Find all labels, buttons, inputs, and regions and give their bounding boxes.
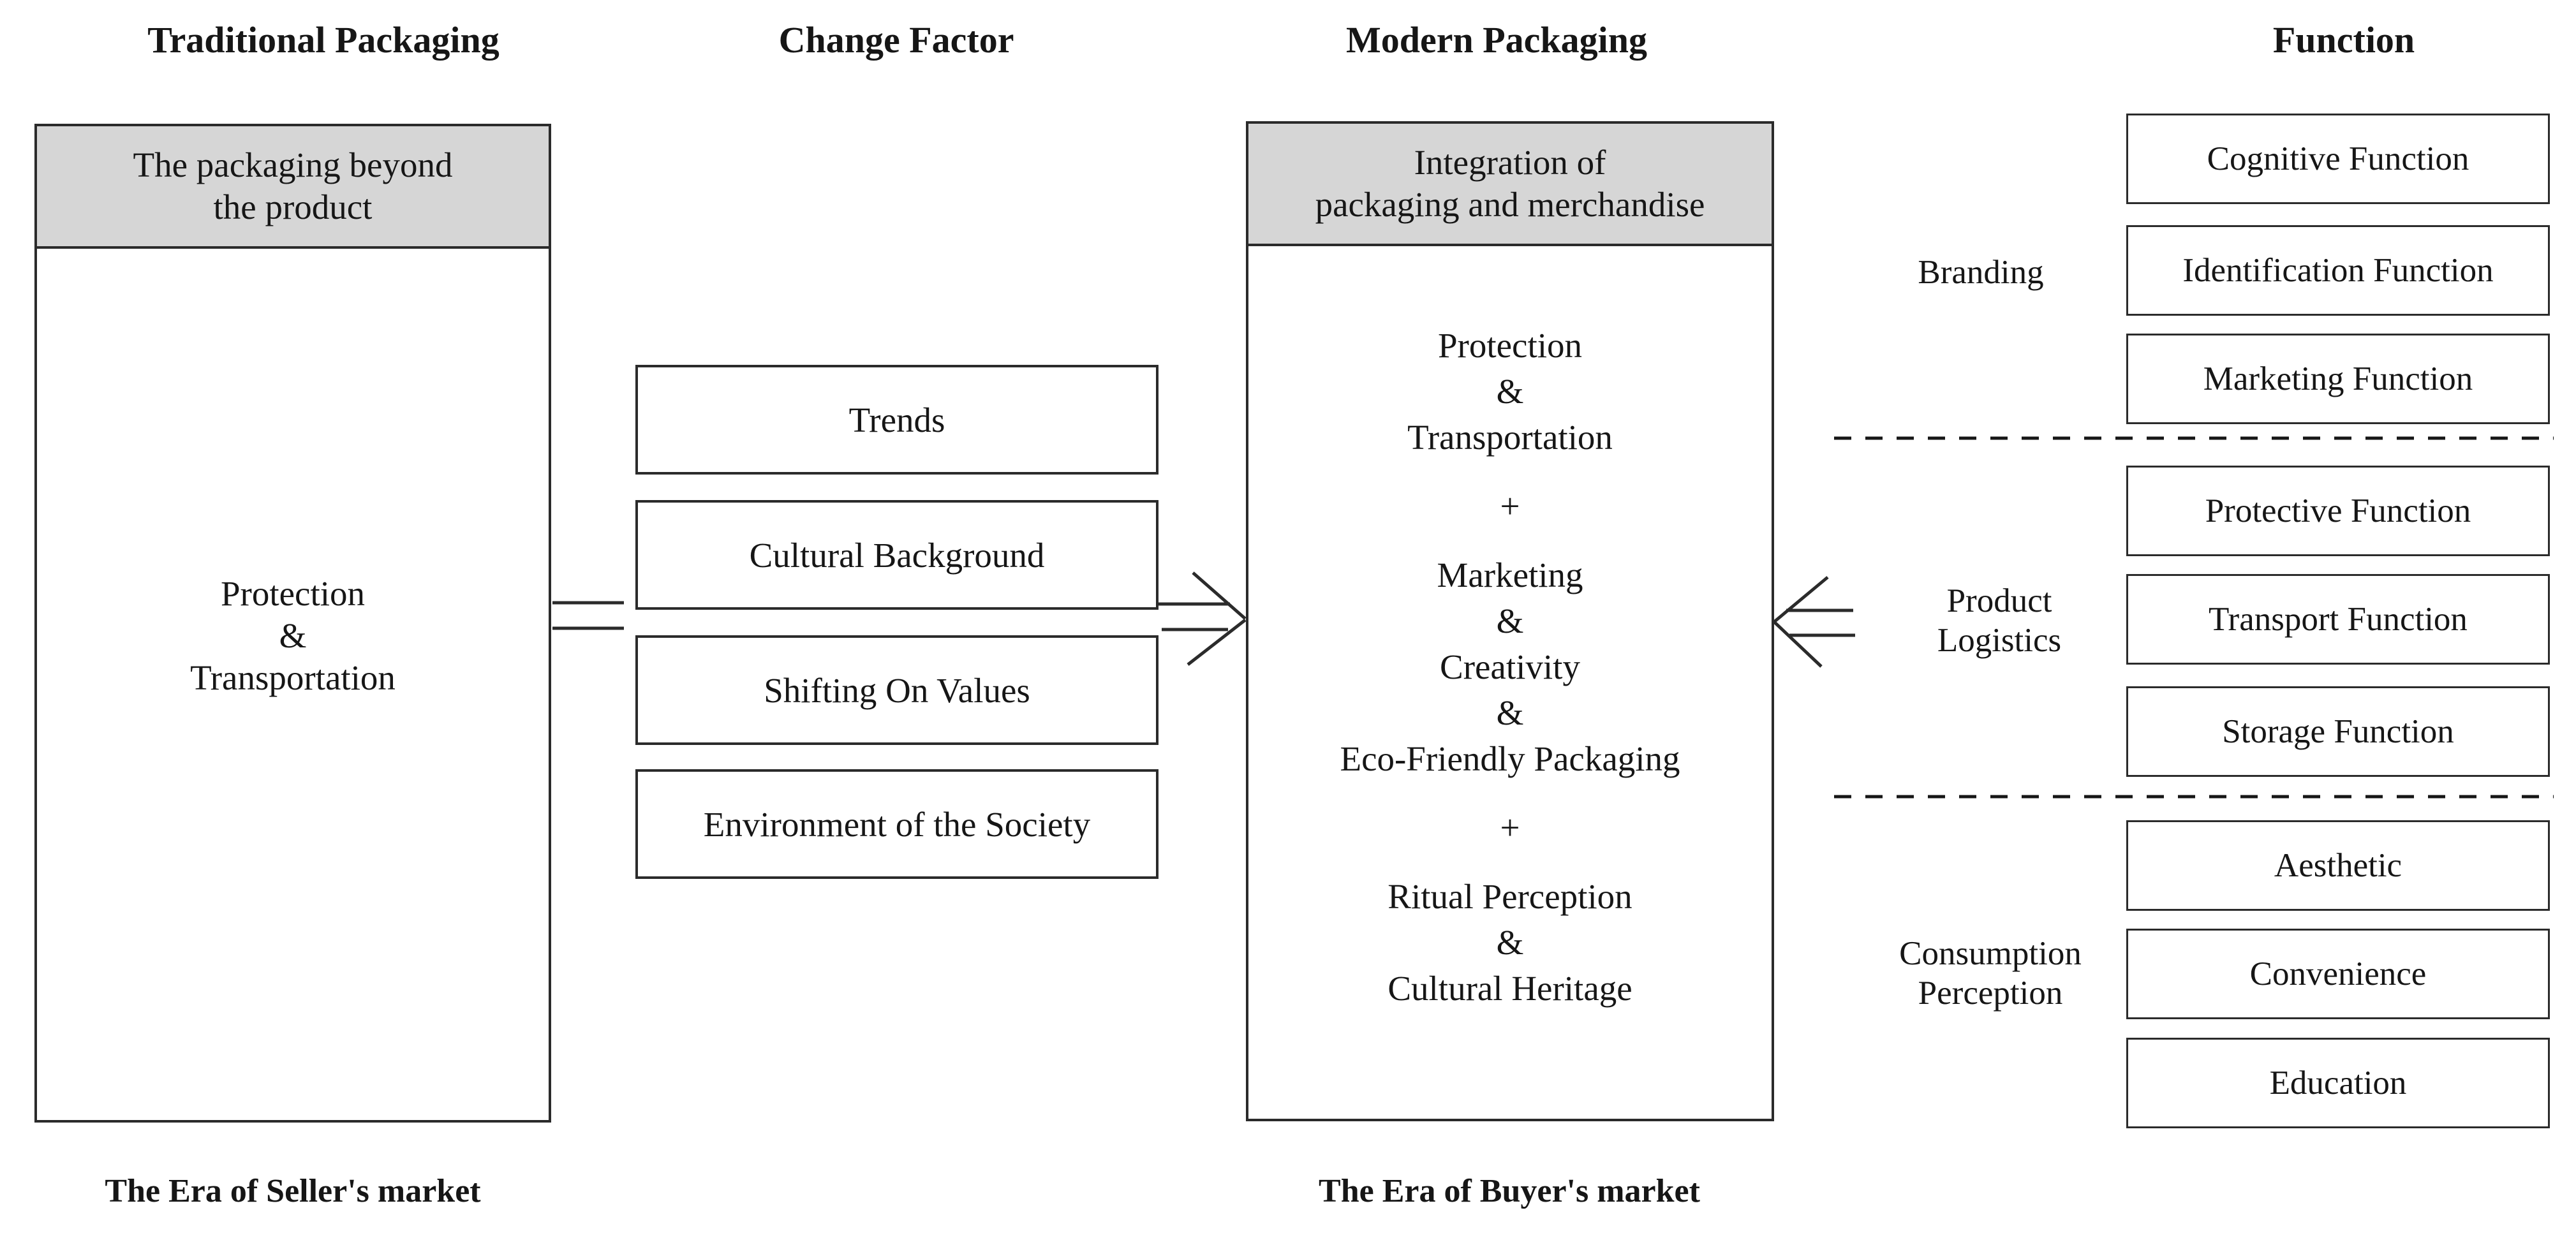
function-box-aesthetic: Aesthetic bbox=[2126, 820, 2550, 911]
text-line: & bbox=[279, 616, 307, 655]
group-label-line: Product bbox=[1946, 582, 2052, 619]
arrow-right-icon bbox=[1158, 571, 1247, 666]
function-box-identification: Identification Function bbox=[2126, 225, 2550, 316]
text-line: Cultural Heritage bbox=[1388, 969, 1632, 1008]
group-label-line: Branding bbox=[1918, 254, 2044, 291]
box-label: Cognitive Function bbox=[2207, 140, 2469, 177]
box-label: Trends bbox=[848, 400, 945, 439]
text-line: Transportation bbox=[190, 658, 396, 697]
plus-sign: + bbox=[1500, 808, 1520, 847]
group-label-branding: Branding bbox=[1853, 253, 2108, 292]
text-line: Creativity bbox=[1440, 647, 1580, 686]
arrow-left-icon bbox=[1773, 576, 1855, 668]
plus-sign: + bbox=[1500, 487, 1520, 526]
box-label: Protective Function bbox=[2205, 492, 2471, 529]
ampersand: & bbox=[1496, 372, 1524, 411]
text-line: Ritual Perception bbox=[1388, 877, 1632, 916]
dashed-divider bbox=[1834, 795, 2554, 799]
change-factor-box-cultural-background: Cultural Background bbox=[635, 500, 1158, 610]
change-factor-box-shifting-on-values: Shifting On Values bbox=[635, 635, 1158, 745]
text-line: Eco-Friendly Packaging bbox=[1340, 739, 1680, 778]
column-header-traditional-packaging: Traditional Packaging bbox=[147, 19, 500, 61]
text-line: Protection bbox=[1437, 326, 1583, 365]
column-header-modern-packaging: Modern Packaging bbox=[1345, 19, 1648, 61]
box-label: Environment of the Society bbox=[703, 804, 1091, 844]
group-label-line: Perception bbox=[1918, 975, 2063, 1012]
modern-box-header-line: packaging and merchandise bbox=[1315, 185, 1705, 224]
ampersand: & bbox=[1496, 601, 1524, 640]
group-label-consumption-perception: Consumption Perception bbox=[1863, 934, 2118, 1013]
column-header-change-factor: Change Factor bbox=[778, 19, 1014, 61]
dashed-divider bbox=[1834, 436, 2554, 440]
equals-connector-icon bbox=[552, 601, 624, 630]
ampersand: & bbox=[1496, 693, 1524, 732]
traditional-box-header-line: the product bbox=[213, 188, 373, 226]
modern-box-header: Integration of packaging and merchandise bbox=[1248, 124, 1772, 246]
box-label: Transport Function bbox=[2209, 601, 2468, 638]
ampersand: & bbox=[1496, 923, 1524, 962]
traditional-box-header: The packaging beyond the product bbox=[37, 126, 549, 249]
box-label: Education bbox=[2269, 1065, 2407, 1102]
function-box-storage: Storage Function bbox=[2126, 686, 2550, 777]
era-label-seller-market: The Era of Seller's market bbox=[105, 1173, 481, 1209]
function-box-marketing: Marketing Function bbox=[2126, 334, 2550, 424]
box-label: Cultural Background bbox=[749, 535, 1045, 575]
group-label-line: Logistics bbox=[1937, 622, 2062, 659]
box-label: Storage Function bbox=[2222, 713, 2454, 750]
box-label: Shifting On Values bbox=[764, 670, 1030, 710]
traditional-box-body-text: Protection & Transportation bbox=[37, 573, 549, 699]
traditional-packaging-box: The packaging beyond the product Protect… bbox=[34, 124, 551, 1123]
modern-box-header-line: Integration of bbox=[1414, 143, 1606, 182]
text-line: Protection bbox=[220, 574, 366, 613]
function-box-education: Education bbox=[2126, 1038, 2550, 1128]
function-box-convenience: Convenience bbox=[2126, 929, 2550, 1019]
group-label-line: Consumption bbox=[1899, 935, 2082, 972]
change-factor-box-trends: Trends bbox=[635, 365, 1158, 475]
group-label-product-logistics: Product Logistics bbox=[1872, 581, 2127, 660]
function-box-transport: Transport Function bbox=[2126, 574, 2550, 665]
traditional-box-header-line: The packaging beyond bbox=[133, 145, 453, 184]
text-line: Marketing bbox=[1437, 556, 1583, 594]
function-box-cognitive: Cognitive Function bbox=[2126, 114, 2550, 204]
column-header-function: Function bbox=[2272, 19, 2415, 61]
box-label: Convenience bbox=[2249, 955, 2427, 992]
function-box-protective: Protective Function bbox=[2126, 466, 2550, 556]
change-factor-box-environment-of-society: Environment of the Society bbox=[635, 769, 1158, 879]
era-label-buyer-market: The Era of Buyer's market bbox=[1319, 1173, 1700, 1209]
box-label: Aesthetic bbox=[2274, 847, 2402, 884]
box-label: Marketing Function bbox=[2203, 360, 2473, 397]
modern-packaging-box: Integration of packaging and merchandise… bbox=[1246, 121, 1774, 1121]
text-line: Transportation bbox=[1407, 418, 1613, 457]
modern-box-content: Protection & Transportation + Marketing … bbox=[1248, 246, 1772, 1012]
box-label: Identification Function bbox=[2182, 252, 2494, 289]
